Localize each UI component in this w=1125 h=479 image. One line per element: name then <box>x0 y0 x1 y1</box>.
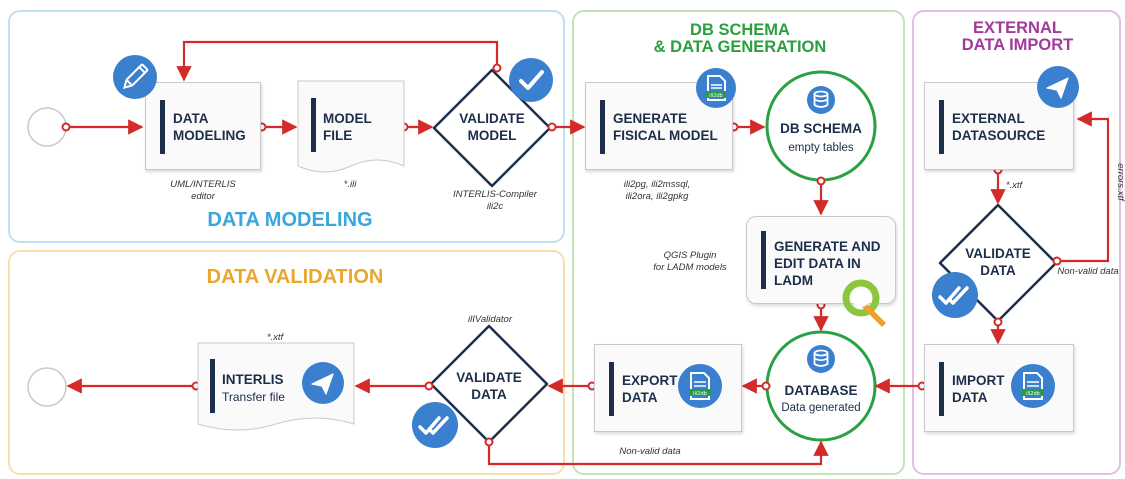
data-modeling-label: DATA MODELING <box>173 111 246 143</box>
svg-text:ili2db: ili2db <box>693 391 707 397</box>
note-uml-editor: UML/INTERLIS editor <box>170 179 236 202</box>
pencil-icon <box>113 55 157 99</box>
region-title-data-modeling: DATA MODELING <box>207 209 373 231</box>
generate-fisical-label: GENERATE FISICAL MODEL <box>613 111 718 143</box>
note-xtf-left: *.xtf <box>266 332 284 343</box>
end-node <box>27 367 67 407</box>
note-ilivalidator: ilIValidator <box>467 314 512 325</box>
send-icon-interlis <box>302 362 344 404</box>
database-icon-generated <box>807 345 835 373</box>
start-node <box>27 107 67 147</box>
note-nonvalid-bottom: Non-valid data <box>619 446 681 457</box>
external-datasource-label: EXTERNAL DATASOURCE <box>952 111 1046 143</box>
database-icon <box>807 86 835 114</box>
data-modeling-box: DATA MODELING <box>145 82 261 170</box>
ili2db-icon-import: ili2db <box>1011 364 1055 408</box>
model-file-box <box>297 80 405 173</box>
region-db-schema <box>572 10 905 475</box>
region-data-validation <box>8 250 565 475</box>
db-schema-sub: empty tables <box>788 142 854 154</box>
svg-text:ili2db: ili2db <box>1026 391 1040 397</box>
note-compiler: INTERLIS-Compiler ili2c <box>453 189 537 212</box>
send-icon <box>1037 66 1079 108</box>
svg-text:ili2db: ili2db <box>709 93 723 99</box>
export-data-label: EXPORT DATA <box>622 373 678 405</box>
checkmark-icon <box>509 58 553 102</box>
note-errors: errors.xtf <box>1115 163 1125 201</box>
db-schema-label: DB SCHEMA <box>780 121 862 136</box>
note-ili: *.ili <box>343 179 357 190</box>
interlis-label: INTERLIS <box>222 372 284 387</box>
import-data-label: IMPORT DATA <box>952 373 1005 405</box>
generate-edit-data-box: GENERATE AND EDIT DATA IN LADM <box>746 216 896 304</box>
note-qgis-plugin: QGIS Plugin for LADM models <box>653 250 727 273</box>
validate-data-ext-label: VALIDATE DATA <box>965 246 1031 278</box>
interlis-bar <box>210 359 215 413</box>
interlis-sub: Transfer file <box>222 390 285 404</box>
region-title-data-validation: DATA VALIDATION <box>206 266 384 288</box>
generate-edit-label: GENERATE AND EDIT DATA IN LADM <box>774 239 881 288</box>
note-nonvalid-ext: Non-valid data <box>1057 266 1119 277</box>
note-xtf-ext: *.xtf <box>1005 180 1023 191</box>
region-external-import <box>912 10 1121 475</box>
validate-model-label: VALIDATE MODEL <box>459 111 525 143</box>
model-file-bar <box>311 98 316 152</box>
qgis-icon <box>842 279 886 327</box>
database-label: DATABASE <box>784 383 858 398</box>
external-datasource-box: EXTERNAL DATASOURCE <box>924 82 1074 170</box>
ili2db-icon-export: ili2db <box>678 364 722 408</box>
double-check-icon-ext <box>932 272 978 318</box>
export-data-box: EXPORT DATA <box>594 344 742 432</box>
region-title-db-schema: DB SCHEMA & DATA GENERATION <box>653 21 827 57</box>
note-ili2: ili2pg, ili2mssql, ili2ora, ili2gpkg <box>623 179 691 202</box>
region-title-external-import: EXTERNAL DATA IMPORT <box>961 19 1074 55</box>
model-file-label: MODEL FILE <box>323 111 372 143</box>
validate-data-label: VALIDATE DATA <box>456 370 522 402</box>
database-sub: Data generated <box>781 402 861 414</box>
double-check-icon <box>412 402 458 448</box>
ili2db-icon: ili2db <box>696 68 736 108</box>
